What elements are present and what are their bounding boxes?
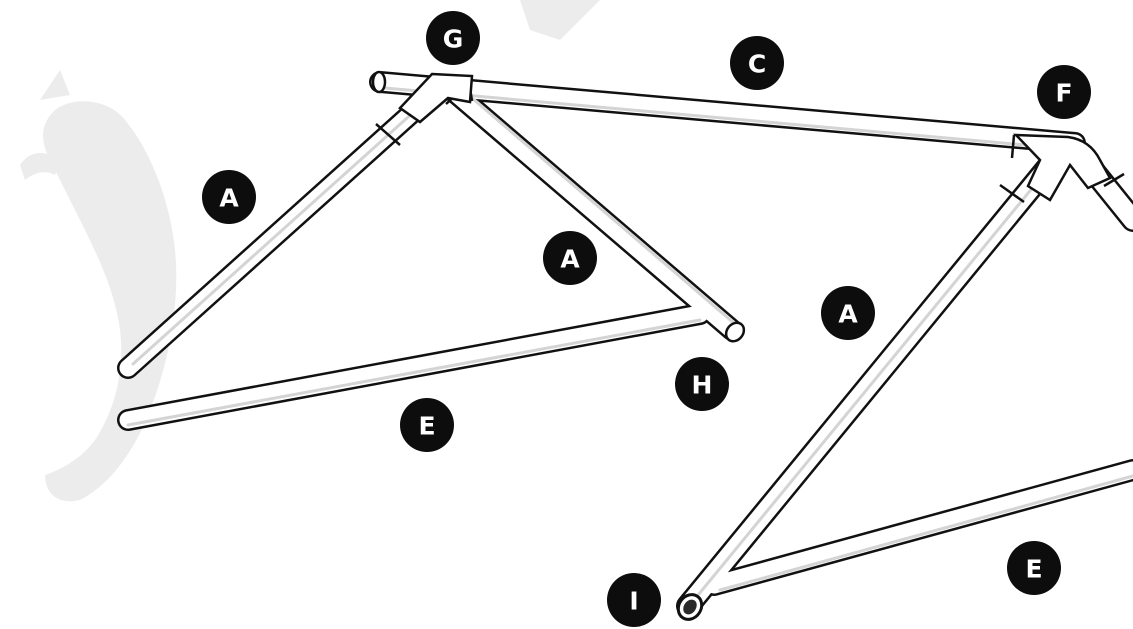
label-i: I [607,573,661,627]
tube-ends [371,70,746,621]
label-g: G [426,11,480,65]
label-a-3: A [821,286,875,340]
label-a-1: A [202,170,256,224]
tube-shading [126,84,1133,602]
label-a-2: A [543,231,597,285]
tube-end-h [724,321,746,343]
tube-end-top-left [371,70,387,94]
svg-text:E: E [418,412,435,441]
label-f: F [1037,65,1091,119]
tube-fills [119,73,1133,616]
label-e-2: E [1007,541,1061,595]
svg-text:A: A [560,245,580,274]
label-h: H [675,357,729,411]
elbow-connectors [398,72,1112,202]
label-c: C [730,36,784,90]
connector-g [398,72,474,124]
svg-text:E: E [1025,555,1042,584]
part-labels: A A A C E E F G [202,11,1091,627]
svg-text:I: I [629,587,638,616]
svg-text:F: F [1055,79,1072,108]
watermark-logo [20,0,600,502]
tube-outlines [117,71,1133,618]
svg-text:G: G [443,25,464,54]
connector-f [1012,133,1112,202]
svg-text:H: H [692,371,713,400]
svg-text:A: A [219,184,239,213]
label-e-1: E [400,398,454,452]
svg-text:A: A [838,300,858,329]
svg-text:C: C [748,50,766,79]
